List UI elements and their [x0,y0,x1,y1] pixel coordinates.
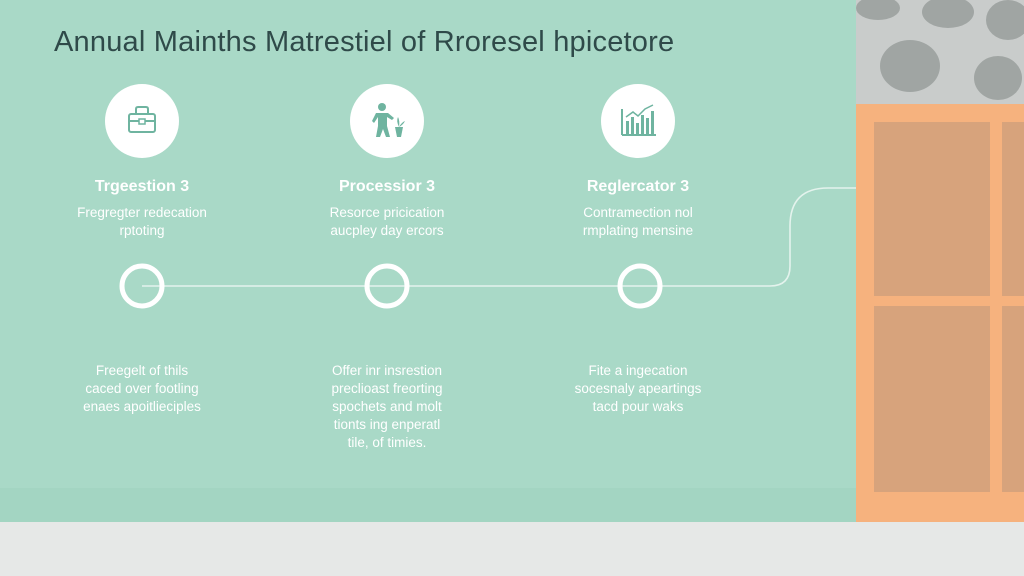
window-pane-bottom-left [874,306,990,492]
step-3-note: Fite a ingecation socesnaly apeartings t… [574,363,702,414]
page-title: Annual Mainths Matrestiel of Rroresel hp… [54,26,675,58]
window-pane-top-left [874,122,990,296]
step-2-note: Offer inr insrestion preclioast freortin… [331,363,443,450]
step-1-description: Fregregter redecation rptoting [77,205,207,238]
person-plant-icon [350,84,424,158]
side-decoration [856,0,1024,522]
step-3-heading: Reglercator 3 [586,178,690,195]
timeline-node-1[interactable] [119,263,165,309]
step-2: Processior 3 Resorce pricication aucpley… [277,84,497,240]
panel-lower-band [0,488,856,522]
briefcase-icon [105,84,179,158]
timeline-node-2[interactable] [364,263,410,309]
window-pane-top-right [1002,122,1024,296]
step-2-heading: Processior 3 [338,178,436,195]
window-pane-bottom-right [1002,306,1024,492]
floor [0,522,1024,576]
step-3: Reglercator 3 Contramection nol rmplatin… [528,84,748,240]
step-1-heading: Trgeestion 3 [94,178,190,195]
timeline-node-3[interactable] [617,263,663,309]
step-1: Trgeestion 3 Fregregter redecation rptot… [32,84,252,240]
stones [856,0,1024,100]
bar-chart-icon [601,84,675,158]
step-2-description: Resorce pricication aucpley day ercors [329,205,445,238]
step-3-description: Contramection nol rmplating mensine [582,205,694,238]
step-1-note: Freegelt of thils caced over footling en… [83,363,201,414]
